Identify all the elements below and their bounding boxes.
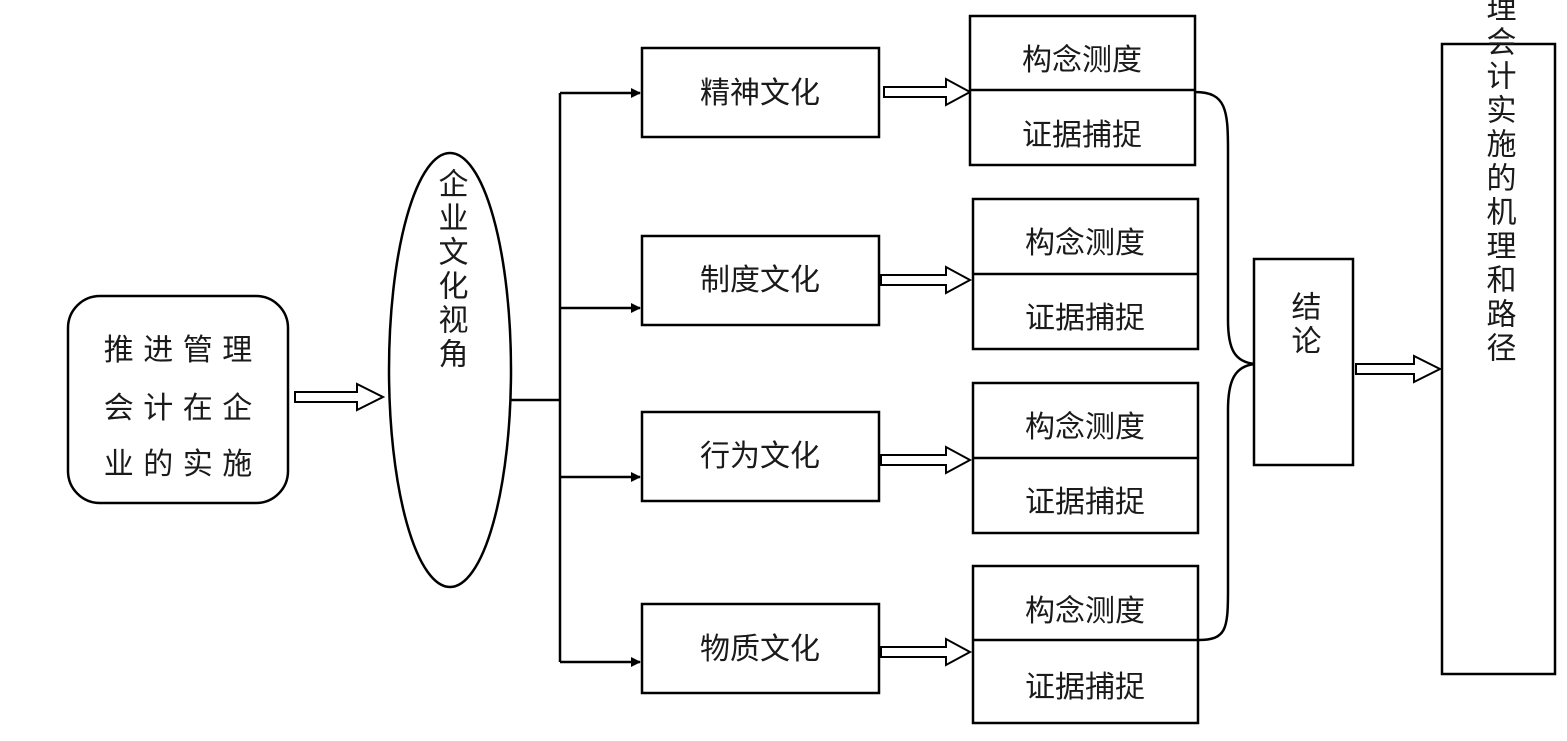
start-line-1: 推 进 管 理 — [104, 333, 253, 368]
culture-name: 行为文化 — [700, 439, 820, 474]
evidence-label: 证据捕捉 — [1022, 118, 1142, 153]
result-node: 企业文化影响管理会计实施的机理和路径 — [1440, 0, 1557, 676]
culture-name: 制度文化 — [700, 263, 820, 298]
hollow-arrow-start — [294, 382, 386, 412]
culture-row-3: 行为文化 构念测度 证据捕捉 — [640, 381, 1200, 535]
culture-row-1: 精神文化 构念测度 证据捕捉 — [640, 14, 1197, 167]
perspective-node: 企业文化视角 — [387, 151, 513, 589]
hollow-arrow — [880, 445, 973, 475]
start-node: 推 进 管 理 会 计 在 企 业 的 实 施 — [66, 294, 290, 505]
measure-label: 构念测度 — [1025, 226, 1145, 261]
measure-label: 构念测度 — [1025, 594, 1145, 629]
conclusion-node: 结论 — [1252, 257, 1355, 467]
evidence-label: 证据捕捉 — [1025, 301, 1145, 336]
evidence-label: 证据捕捉 — [1025, 485, 1145, 520]
culture-name: 精神文化 — [700, 76, 820, 111]
hollow-arrow — [883, 77, 973, 107]
branch-lines — [511, 88, 641, 667]
culture-name: 物质文化 — [700, 632, 820, 667]
culture-row-2: 制度文化 构念测度 证据捕捉 — [640, 197, 1200, 351]
measure-label: 构念测度 — [1025, 410, 1145, 445]
evidence-label: 证据捕捉 — [1025, 670, 1145, 705]
hollow-arrow — [880, 265, 973, 295]
hollow-arrow — [880, 637, 973, 667]
result-label: 企业文化影响管理会计实施的机理和路径 — [1481, 0, 1517, 366]
perspective-label: 企业文化视角 — [433, 168, 469, 372]
start-line-3: 业 的 实 施 — [104, 447, 253, 482]
conclusion-label: 结论 — [1286, 291, 1322, 359]
culture-row-4: 物质文化 构念测度 证据捕捉 — [640, 564, 1200, 725]
start-line-2: 会 计 在 企 — [104, 391, 253, 426]
merge-brace — [1194, 90, 1256, 642]
hollow-arrow-result — [1355, 354, 1443, 384]
measure-label: 构念测度 — [1022, 43, 1142, 78]
